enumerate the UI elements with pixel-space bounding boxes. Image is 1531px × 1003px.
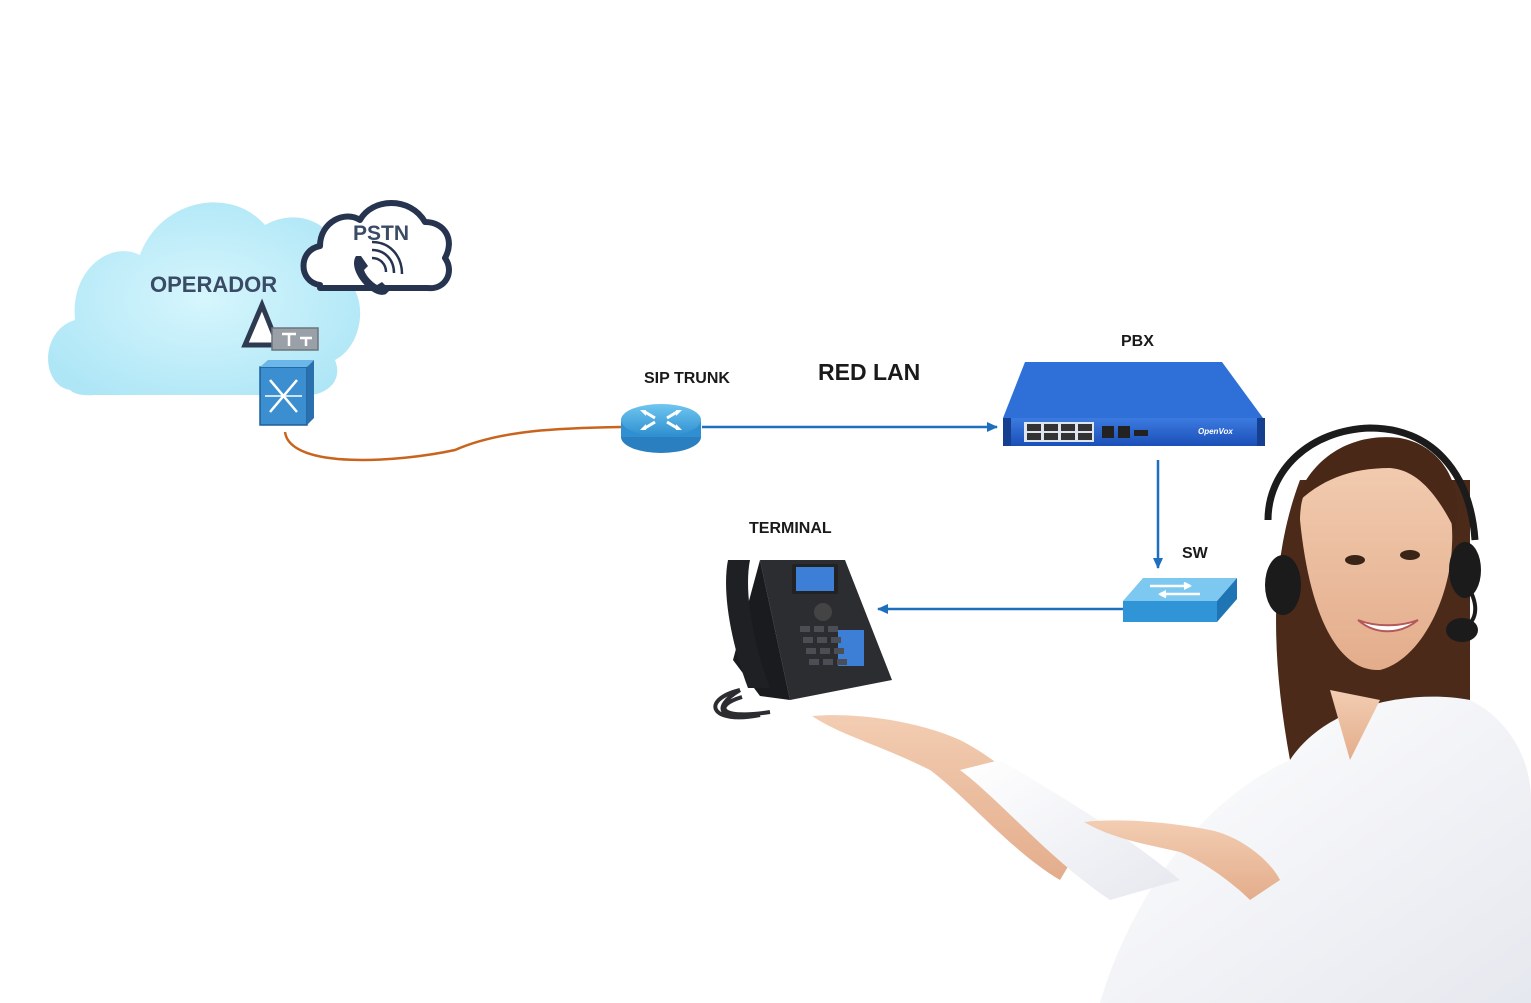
pstn-cloud: [300, 200, 452, 292]
pbx-brand-label: OpenVox: [1198, 427, 1233, 436]
sw-label: SW: [1182, 545, 1208, 562]
operador-to-sip-link: [283, 425, 623, 462]
pbx-ports: [1024, 422, 1148, 442]
pbx-device: OpenVox: [1003, 362, 1265, 446]
pbx-label: PBX: [1121, 333, 1154, 350]
router-icon: [621, 404, 701, 453]
pstn-label: PSTN: [353, 222, 410, 245]
keypad: [800, 626, 847, 665]
atm-switch-icon: [259, 360, 314, 426]
red-lan-label: RED LAN: [818, 359, 921, 385]
phone-icon: [354, 240, 404, 295]
sip-trunk-label: SIP TRUNK: [644, 370, 730, 387]
switch-icon: [1123, 578, 1237, 622]
terminal-label: TERMINAL: [749, 520, 832, 537]
operador-label: OPERADOR: [150, 272, 278, 297]
operator-woman-image: [812, 424, 1531, 1003]
gateway-icon: [241, 298, 319, 351]
ip-phone-icon: [713, 560, 892, 720]
